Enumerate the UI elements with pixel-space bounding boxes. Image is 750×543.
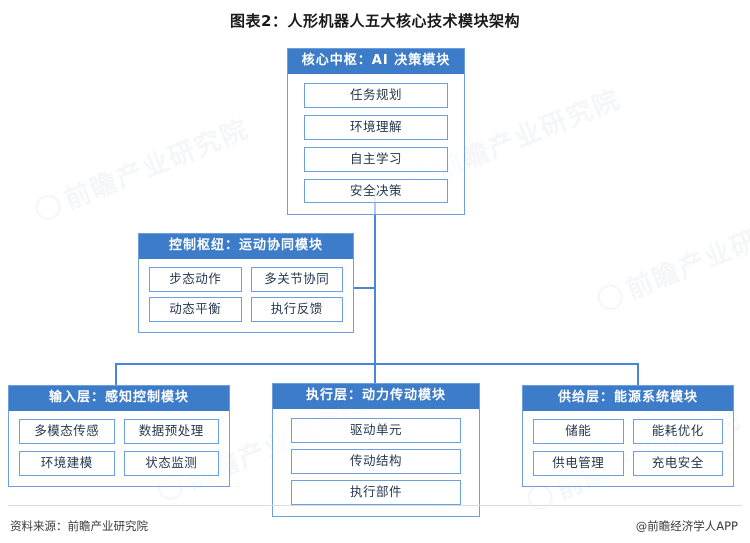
module-core-item-safety-decision[interactable]: 安全决策 [304,178,448,204]
footer-divider [8,505,742,506]
connector-drop-actuate [374,363,376,384]
module-supply-item-energy-optimization[interactable]: 能耗优化 [632,419,723,445]
module-core-item-env-understanding[interactable]: 环境理解 [304,115,448,140]
module-core-row: 环境理解 [304,115,448,140]
module-core-row: 安全决策 [304,178,448,204]
module-core-item-task-planning[interactable]: 任务规划 [304,83,448,109]
module-actuation-powertrain[interactable]: 执行层：动力传动模块 驱动单元 传动结构 执行部件 [272,383,480,517]
module-control-row: 动态平衡 执行反馈 [149,297,343,322]
module-actuate-row: 传动结构 [291,449,461,474]
module-core-ai-decision[interactable]: 核心中枢：AI 决策模块 任务规划 环境理解 自主学习 安全决策 [287,48,465,216]
connector-control-to-spine [353,287,375,289]
module-supply-header: 供给层：能源系统模块 [523,386,733,412]
watermark-text: 前瞻产业研究院 [60,114,254,216]
footer-brand: @前瞻经济学人APP [635,519,738,533]
module-core-item-self-learning[interactable]: 自主学习 [304,146,448,172]
module-input-body: 多模态传感 数据预处理 环境建模 状态监测 [9,411,229,486]
module-actuate-header: 执行层：动力传动模块 [273,384,479,410]
module-supply-row: 供电管理 充电安全 [533,451,723,476]
module-control-body: 步态动作 多关节协同 动态平衡 执行反馈 [139,259,353,332]
watermark-circle-logo-icon [31,190,65,224]
watermark: 前瞻产业研究院 [591,199,750,318]
watermark: 前瞻产业研究院 [29,109,253,228]
module-supply-row: 储能 能耗优化 [533,419,723,445]
connector-drop-supply [637,363,639,386]
module-actuate-row: 驱动单元 [291,418,461,444]
watermark-circle-logo-icon [593,280,627,314]
module-input-item-env-modeling[interactable]: 环境建模 [19,451,115,476]
module-core-row: 自主学习 [304,146,448,172]
module-supply-item-power-management[interactable]: 供电管理 [533,451,624,476]
module-input-item-data-preprocess[interactable]: 数据预处理 [123,419,219,445]
module-control-item-gait[interactable]: 步态动作 [149,267,242,293]
module-input-row: 环境建模 状态监测 [19,451,219,476]
module-actuate-item-transmission[interactable]: 传动结构 [291,449,461,474]
module-input-item-status-monitor[interactable]: 状态监测 [123,451,219,476]
module-input-perception[interactable]: 输入层：感知控制模块 多模态传感 数据预处理 环境建模 状态监测 [8,385,230,487]
module-input-header: 输入层：感知控制模块 [9,386,229,412]
module-supply-item-storage[interactable]: 储能 [533,419,624,445]
module-supply-body: 储能 能耗优化 供电管理 充电安全 [523,411,733,486]
module-actuate-row: 执行部件 [291,479,461,505]
chart-title: 图表2：人形机器人五大核心技术模块架构 [230,12,520,30]
module-actuate-body: 驱动单元 传动结构 执行部件 [273,409,479,515]
connector-core-to-bus [374,188,376,364]
module-supply-item-charging-safety[interactable]: 充电安全 [632,451,723,476]
connector-drop-input [115,363,117,386]
module-core-row: 任务规划 [304,83,448,109]
module-core-body: 任务规划 环境理解 自主学习 安全决策 [288,74,464,214]
module-actuate-item-exec-part[interactable]: 执行部件 [291,479,461,505]
module-core-header: 核心中枢：AI 决策模块 [288,49,464,75]
module-supply-energy[interactable]: 供给层：能源系统模块 储能 能耗优化 供电管理 充电安全 [522,385,734,487]
module-control-row: 步态动作 多关节协同 [149,267,343,293]
module-control-header: 控制枢纽：运动协同模块 [139,234,353,260]
module-control-item-multi-joint[interactable]: 多关节协同 [250,267,343,293]
module-control-motion[interactable]: 控制枢纽：运动协同模块 步态动作 多关节协同 动态平衡 执行反馈 [138,233,354,333]
watermark-text: 前瞻产业研究院 [622,204,750,306]
connector-horizontal-bus [115,363,638,365]
footer-source: 资料来源：前瞻产业研究院 [10,519,148,533]
module-control-item-exec-feedback[interactable]: 执行反馈 [250,297,343,322]
module-actuate-item-drive-unit[interactable]: 驱动单元 [291,418,461,444]
module-control-item-dynamic-balance[interactable]: 动态平衡 [149,297,242,322]
module-input-item-multimodal-sensing[interactable]: 多模态传感 [19,419,115,445]
module-input-row: 多模态传感 数据预处理 [19,419,219,445]
